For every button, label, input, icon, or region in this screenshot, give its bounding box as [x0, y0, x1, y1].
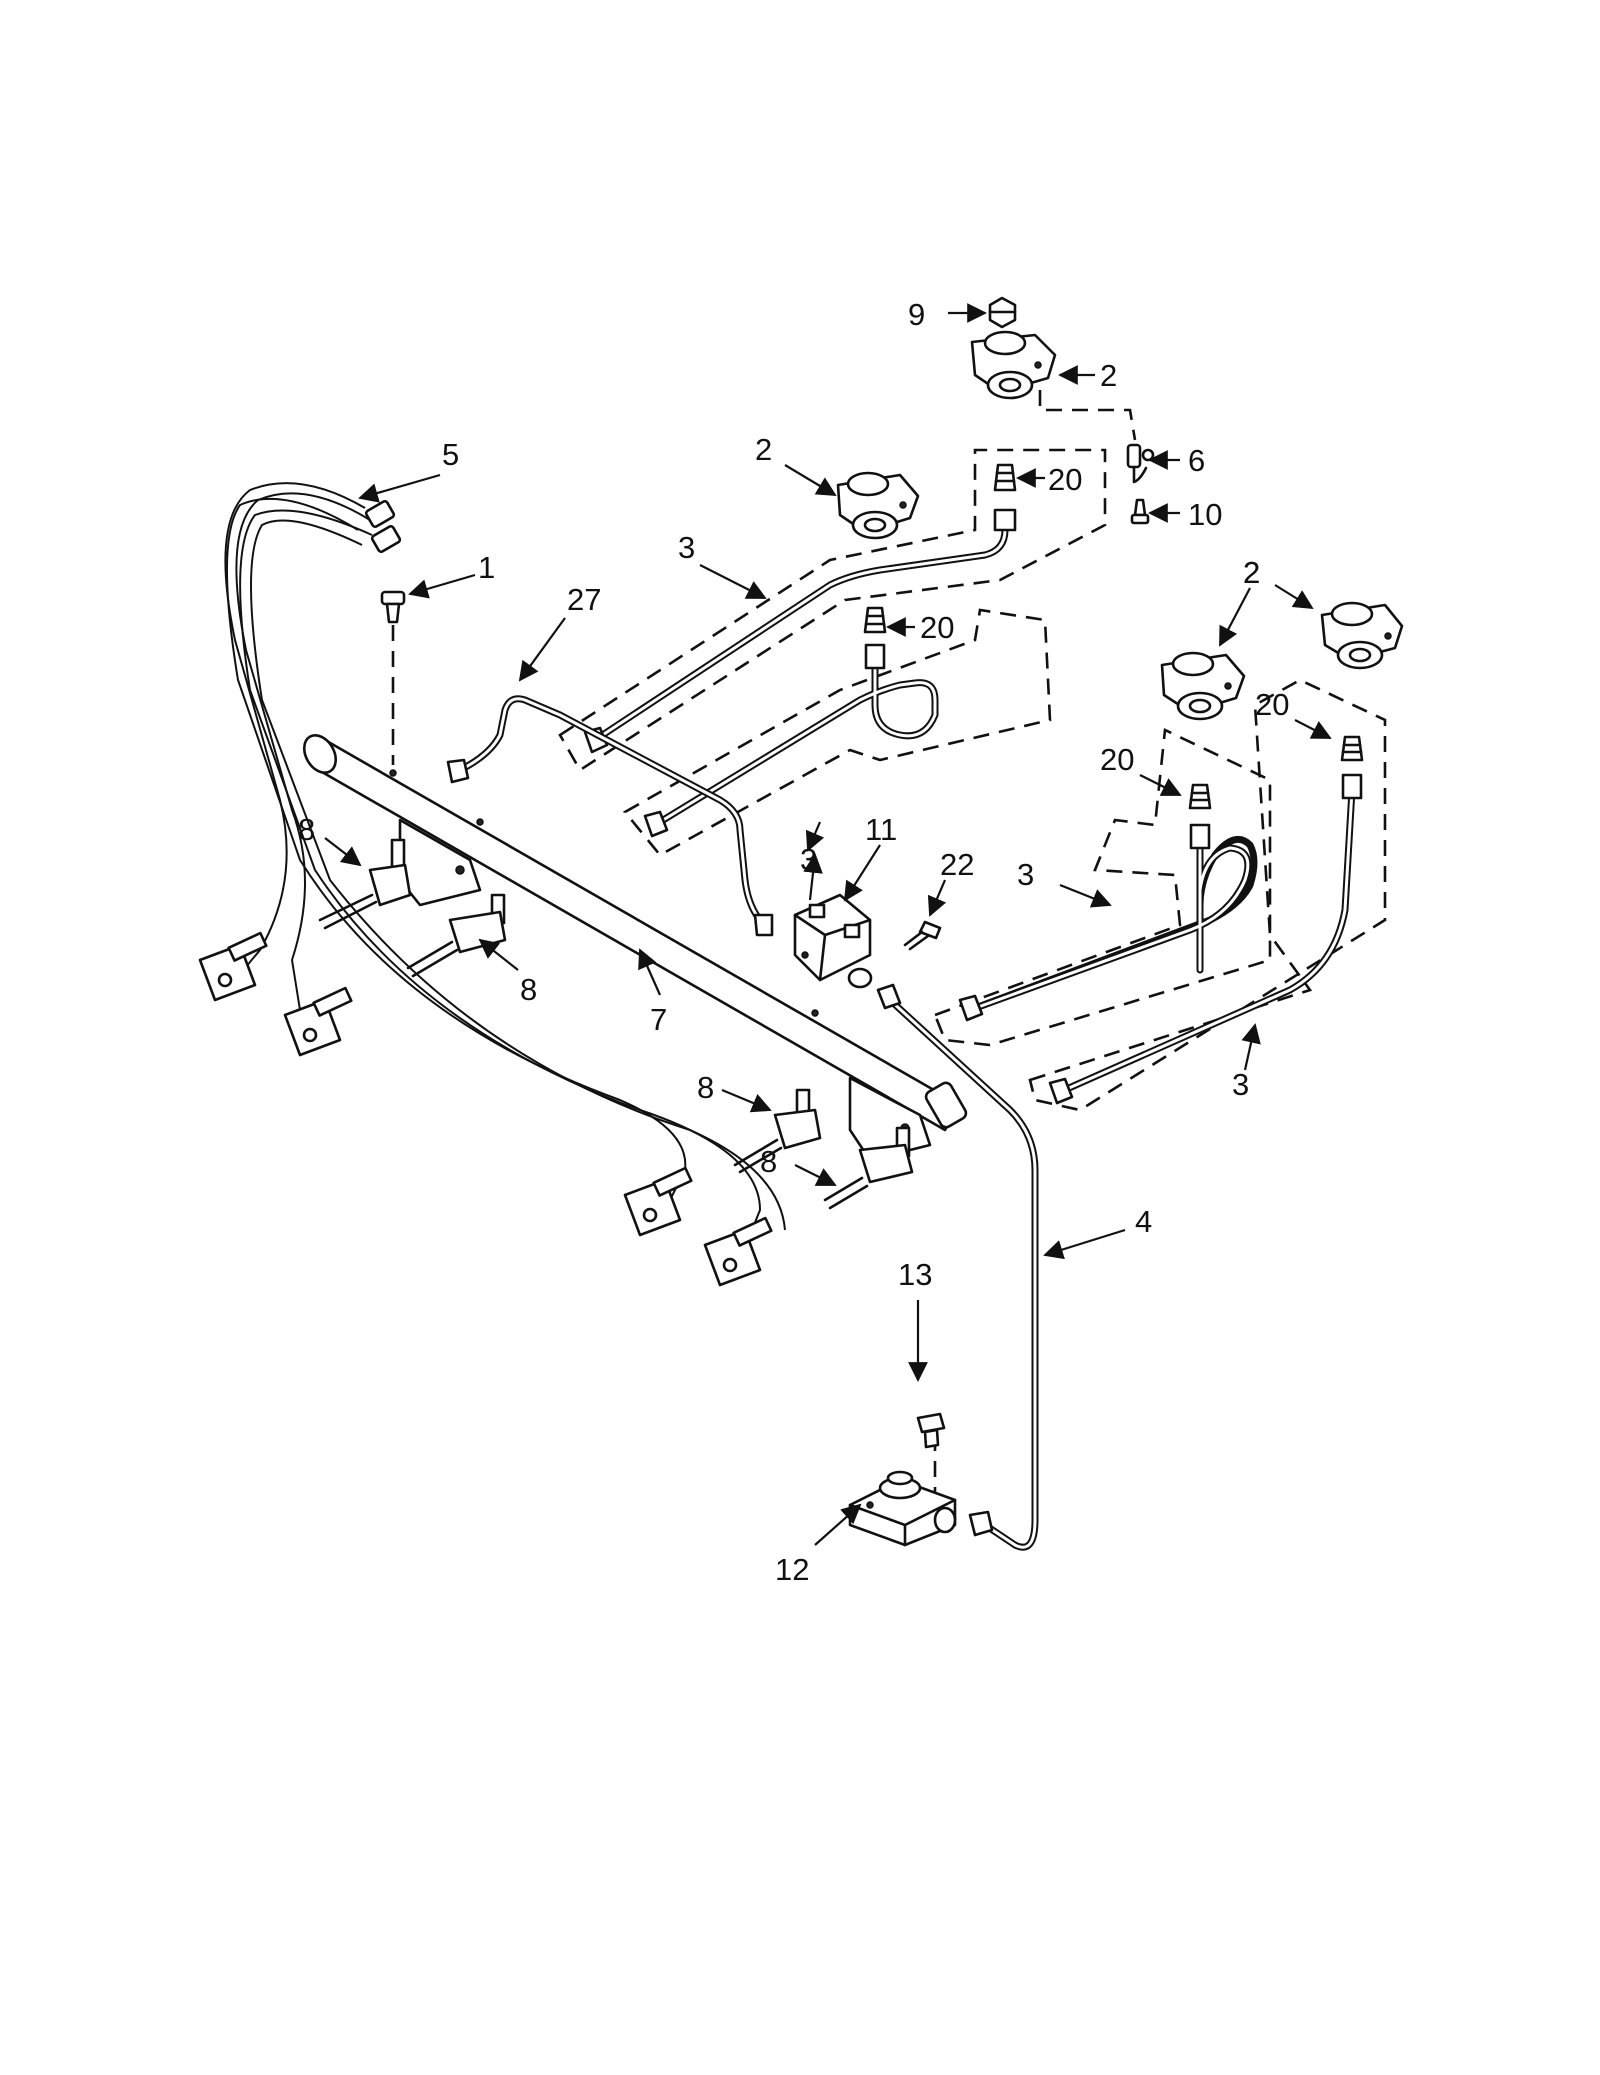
- callout-12: 12: [775, 1552, 809, 1587]
- top-rear-assembly: [970, 296, 1155, 525]
- callout-3: 3: [678, 530, 695, 565]
- burner-valve: [733, 1088, 822, 1174]
- callout-20: 20: [1255, 687, 1289, 722]
- ignition-switch: [283, 986, 353, 1057]
- callout-2: 2: [755, 432, 772, 467]
- safety-valve: [793, 893, 873, 989]
- hex-nut: [988, 296, 1017, 329]
- igniter: [1126, 443, 1155, 484]
- callout-13: 13: [898, 1257, 932, 1292]
- burner-valve: [823, 1126, 914, 1210]
- callout-3: 3: [1017, 857, 1034, 892]
- ignition-switch: [623, 1166, 693, 1237]
- wiring-harness: [198, 482, 786, 1287]
- orifice-hood: [1340, 735, 1364, 762]
- callout-2: 2: [1243, 555, 1260, 590]
- screw: [1130, 498, 1150, 525]
- callout-2: 2: [1243, 555, 1260, 590]
- callout-3: 3: [1232, 1067, 1249, 1102]
- callout-20: 20: [1100, 742, 1134, 777]
- callout-4: 4: [1135, 1204, 1152, 1239]
- ignition-switch: [703, 1216, 773, 1287]
- burner-valves: [318, 838, 914, 1210]
- callout-22: 22: [940, 847, 974, 882]
- callout-20: 20: [1048, 462, 1082, 497]
- burner-valve: [318, 838, 412, 930]
- burner-tubes: [583, 508, 1363, 1105]
- assembly-outlines: [391, 390, 1387, 1495]
- ignition-switch: [198, 931, 268, 1002]
- orifice-hood: [863, 606, 887, 634]
- callout-labels: 9 2 6 10 20 2 5 3 1 27 20 2 2 20 20 8 11…: [298, 297, 1289, 1587]
- burner-valve: [406, 893, 507, 978]
- callout-7: 7: [650, 1002, 667, 1037]
- leader-arrows: [324, 303, 1332, 1546]
- gas-supply-tube: [876, 983, 1039, 1551]
- screw-22: [903, 920, 942, 951]
- gas-tube-27: [446, 695, 774, 937]
- callout-3: 3: [800, 842, 817, 877]
- screw-13: [916, 1412, 946, 1449]
- outline-rear-right-tube: [1028, 678, 1387, 1112]
- callout-5: 5: [442, 437, 459, 472]
- orifice-hood: [1188, 783, 1212, 810]
- outline-front-left-tube: [623, 608, 1052, 857]
- callout-27: 27: [567, 582, 601, 617]
- outline-rear-left-tube: [558, 448, 1107, 772]
- callout-20: 20: [920, 610, 954, 645]
- burner-head-rear-right: [1320, 601, 1404, 670]
- callout-9: 9: [908, 297, 925, 332]
- burner-head-rear-left: [836, 471, 920, 540]
- outline-front-right-tube: [933, 728, 1272, 1047]
- callout-8: 8: [697, 1070, 714, 1105]
- callout-11: 11: [865, 812, 897, 847]
- callout-8: 8: [760, 1144, 777, 1179]
- callout-8: 8: [520, 972, 537, 1007]
- burner-head-front-right: [1160, 651, 1246, 721]
- burner-head-top: [970, 330, 1057, 400]
- outline-pilot-wiring: [1038, 390, 1137, 441]
- callout-10: 10: [1188, 497, 1222, 532]
- callout-8: 8: [298, 812, 315, 847]
- screw-1: [380, 590, 406, 624]
- callout-6: 6: [1188, 443, 1205, 478]
- callout-1: 1: [478, 550, 495, 585]
- pressure-regulator: [848, 1470, 957, 1547]
- orifice-hoods: [863, 463, 1364, 810]
- callout-2: 2: [1100, 358, 1117, 393]
- orifice-hood: [993, 463, 1017, 492]
